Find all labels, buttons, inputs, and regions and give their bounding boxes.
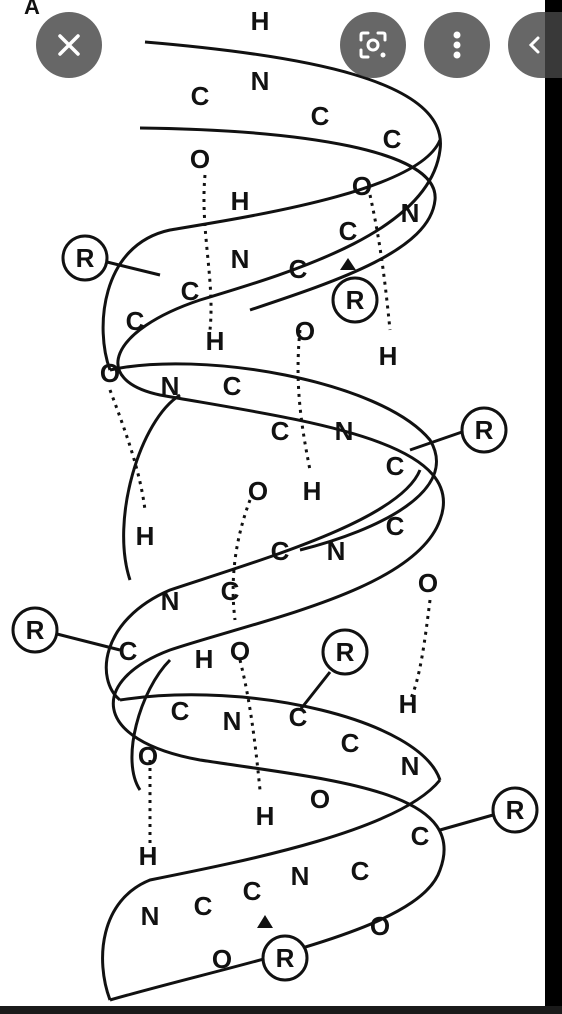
back-button[interactable]	[508, 12, 562, 78]
svg-text:C: C	[126, 306, 145, 336]
svg-text:H: H	[251, 6, 270, 36]
svg-text:N: N	[231, 244, 250, 274]
svg-text:O: O	[212, 944, 232, 974]
svg-text:O: O	[100, 358, 120, 388]
svg-text:C: C	[271, 536, 290, 566]
svg-text:C: C	[119, 636, 138, 666]
svg-text:N: N	[161, 586, 180, 616]
alpha-helix-diagram: H N C C C O O H N N C C C C O H H O N C …	[11, 6, 539, 1002]
svg-text:C: C	[271, 416, 290, 446]
svg-text:C: C	[194, 891, 213, 921]
svg-text:N: N	[335, 416, 354, 446]
svg-text:C: C	[289, 702, 308, 732]
viewer-edge	[545, 0, 562, 1014]
image-viewer: A	[0, 0, 545, 1006]
svg-text:C: C	[289, 254, 308, 284]
svg-text:N: N	[327, 536, 346, 566]
lens-icon	[359, 31, 387, 59]
svg-text:N: N	[141, 901, 160, 931]
svg-text:C: C	[341, 728, 360, 758]
svg-text:O: O	[190, 144, 210, 174]
svg-text:C: C	[223, 371, 242, 401]
svg-text:H: H	[206, 326, 225, 356]
chevron-left-icon	[528, 36, 540, 54]
svg-text:O: O	[138, 741, 158, 771]
svg-text:C: C	[339, 216, 358, 246]
svg-text:R: R	[475, 415, 494, 445]
svg-text:H: H	[303, 476, 322, 506]
svg-text:R: R	[76, 243, 95, 273]
lens-button[interactable]	[340, 12, 406, 78]
svg-text:C: C	[243, 876, 262, 906]
svg-text:O: O	[230, 636, 250, 666]
svg-text:N: N	[401, 751, 420, 781]
svg-text:H: H	[139, 841, 158, 871]
svg-text:C: C	[386, 511, 405, 541]
svg-text:N: N	[251, 66, 270, 96]
svg-text:C: C	[171, 696, 190, 726]
more-options-button[interactable]	[424, 12, 490, 78]
svg-text:C: C	[191, 81, 210, 111]
svg-text:C: C	[386, 451, 405, 481]
svg-text:H: H	[399, 689, 418, 719]
svg-text:H: H	[256, 801, 275, 831]
svg-text:H: H	[136, 521, 155, 551]
close-button[interactable]	[36, 12, 102, 78]
more-vert-icon	[453, 31, 461, 59]
svg-text:O: O	[370, 911, 390, 941]
svg-text:N: N	[223, 706, 242, 736]
svg-text:O: O	[310, 784, 330, 814]
svg-text:H: H	[195, 644, 214, 674]
svg-text:C: C	[181, 276, 200, 306]
svg-text:R: R	[346, 285, 365, 315]
svg-text:R: R	[336, 637, 355, 667]
svg-text:O: O	[295, 316, 315, 346]
close-icon	[58, 34, 80, 56]
viewer-bottom-edge	[0, 1006, 562, 1014]
svg-text:O: O	[248, 476, 268, 506]
svg-text:C: C	[383, 124, 402, 154]
svg-text:C: C	[411, 821, 430, 851]
svg-text:O: O	[352, 171, 372, 201]
svg-text:N: N	[401, 198, 420, 228]
svg-text:R: R	[276, 943, 295, 973]
svg-text:C: C	[221, 576, 240, 606]
svg-text:C: C	[351, 856, 370, 886]
panel-label: A	[24, 0, 40, 19]
svg-text:R: R	[506, 795, 525, 825]
svg-text:H: H	[379, 341, 398, 371]
svg-text:O: O	[418, 568, 438, 598]
svg-text:R: R	[26, 615, 45, 645]
svg-text:H: H	[231, 186, 250, 216]
svg-text:C: C	[311, 101, 330, 131]
svg-text:N: N	[161, 371, 180, 401]
svg-text:N: N	[291, 861, 310, 891]
